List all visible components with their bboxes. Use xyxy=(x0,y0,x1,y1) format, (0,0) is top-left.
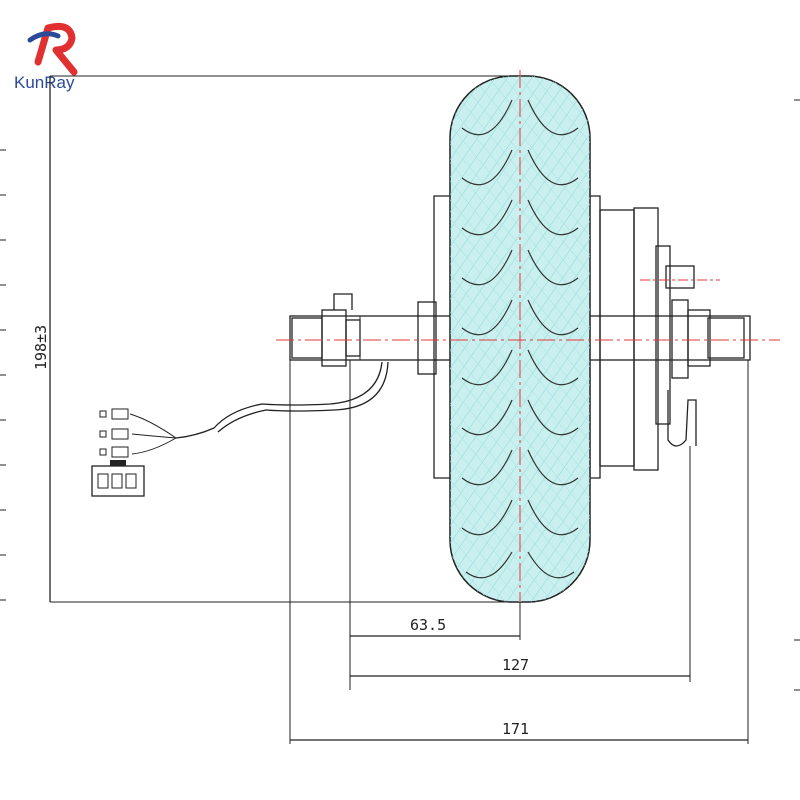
centerlines xyxy=(276,70,780,608)
overall-width-label: 171 xyxy=(502,720,529,738)
height-dimension: 198±3 xyxy=(32,75,520,603)
hall-sensor-connector xyxy=(91,460,145,497)
bullet-connector-3 xyxy=(99,446,129,458)
brand-name: KunRay xyxy=(14,73,75,92)
mount-width-label: 127 xyxy=(502,656,529,674)
half-width-label: 63.5 xyxy=(410,616,446,634)
brand-logo: KunRay xyxy=(14,22,78,92)
motor-cable xyxy=(91,361,389,497)
half-width-dimension: 63.5 xyxy=(349,360,521,690)
overall-width-dimension: 171 xyxy=(289,360,749,744)
bullet-connector-2 xyxy=(99,428,129,440)
page-edge-ticks xyxy=(0,99,800,691)
height-dimension-label: 198±3 xyxy=(32,325,50,370)
tread-pattern xyxy=(461,99,579,579)
logo-mark-icon xyxy=(34,22,78,76)
bullet-connector-1 xyxy=(99,408,129,420)
mount-width-dimension: 127 xyxy=(350,446,691,682)
